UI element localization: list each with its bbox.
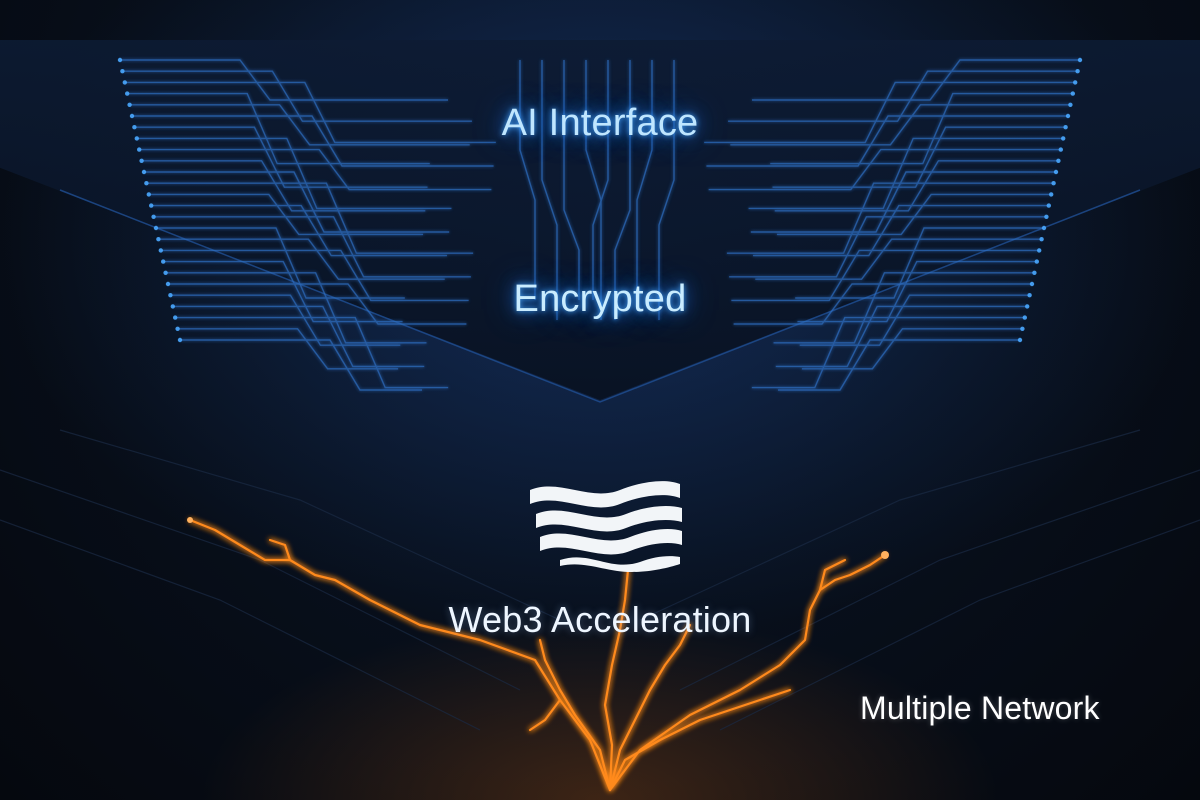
- ai-interface-label: AI Interface: [501, 102, 699, 144]
- circuit-node: [177, 337, 183, 343]
- circuit-node: [144, 181, 149, 186]
- circuit-node: [1070, 91, 1076, 96]
- circuit-node: [149, 203, 154, 208]
- circuit-node: [1075, 69, 1080, 74]
- encrypted-label: Encrypted: [513, 278, 687, 320]
- circuit-node: [153, 225, 159, 231]
- lower-circuit: [0, 429, 1200, 731]
- circuit-node: [1056, 158, 1061, 163]
- circuit-node: [1061, 136, 1066, 141]
- circuit-node: [175, 326, 180, 331]
- circuit-node: [158, 248, 163, 253]
- circuit-node: [1022, 315, 1027, 320]
- circuit-node: [165, 281, 171, 287]
- circuit-node: [1032, 270, 1037, 275]
- circuit-node: [1046, 203, 1052, 208]
- circuit-panel: [0, 40, 1200, 403]
- circuit-node: [173, 315, 178, 320]
- circuit-node: [122, 80, 128, 85]
- circuit-node: [139, 158, 144, 163]
- circuit-node: [1037, 248, 1042, 253]
- circuit-node: [1025, 304, 1030, 309]
- multiple-network-label: Multiple Network: [860, 690, 1100, 726]
- circuit-node: [1034, 259, 1040, 264]
- circuit-node: [156, 237, 161, 242]
- circuit-node: [1065, 113, 1071, 119]
- lightning-network: [188, 518, 887, 792]
- circuit-node: [1044, 214, 1049, 219]
- circuit-node: [1039, 237, 1044, 242]
- lightning-node: [187, 517, 193, 523]
- circuit-node: [1017, 337, 1023, 343]
- circuit-node: [1020, 326, 1025, 331]
- wave-flag-logo-icon: [530, 481, 682, 572]
- circuit-node: [1068, 102, 1073, 108]
- circuit-node: [125, 91, 130, 96]
- circuit-node: [132, 125, 137, 130]
- circuit-node: [146, 192, 151, 197]
- circuit-node: [1041, 225, 1047, 231]
- circuit-node: [151, 214, 156, 219]
- circuit-node: [137, 147, 142, 152]
- circuit-node: [127, 102, 132, 108]
- circuit-node: [117, 57, 123, 63]
- circuit-node: [1073, 80, 1078, 85]
- circuit-node: [1077, 57, 1083, 63]
- circuit-node: [168, 293, 173, 298]
- circuit-node: [129, 113, 135, 119]
- lightning-node: [881, 551, 889, 559]
- web3-acceleration-label: Web3 Acceleration: [448, 599, 752, 640]
- circuit-node: [134, 136, 139, 141]
- circuit-node: [170, 304, 175, 309]
- circuit-node: [1058, 147, 1064, 152]
- circuit-node: [163, 270, 168, 275]
- circuit-node: [1063, 125, 1068, 130]
- circuit-node: [1027, 293, 1032, 298]
- circuit-node: [141, 169, 147, 175]
- circuit-node: [161, 259, 166, 264]
- circuit-node: [120, 69, 125, 74]
- circuit-node: [1029, 281, 1035, 287]
- circuit-node: [1049, 192, 1054, 197]
- circuit-node: [1053, 169, 1059, 175]
- circuit-node: [1051, 181, 1056, 186]
